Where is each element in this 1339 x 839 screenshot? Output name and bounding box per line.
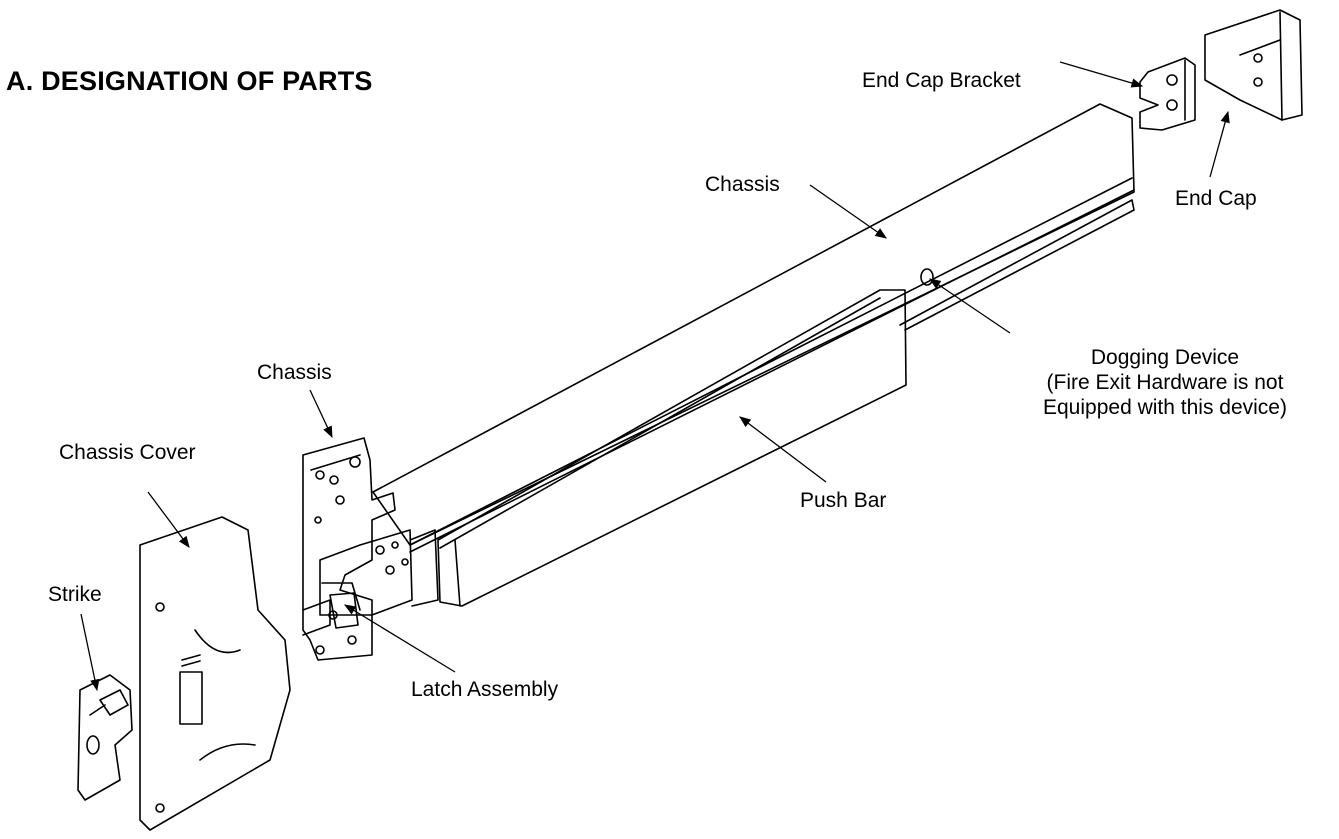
label-end-cap: End Cap [1175,187,1257,210]
leader-end-cap-bracket [1059,61,1144,88]
label-dogging-device: Dogging Device (Fire Exit Hardware is no… [1020,345,1310,420]
leader-dogging-device [929,278,1011,334]
chassis-bar [372,103,1135,553]
dogging-device-line-1: Dogging Device [1090,346,1240,369]
chassis-mounting-plate [302,437,396,661]
section-heading: A. DESIGNATION OF PARTS [6,66,373,96]
chassis-cover-shape [139,516,291,831]
leader-chassis-top [809,184,887,239]
label-push-bar: Push Bar [800,489,887,512]
dogging-device-line-3: Equipped with this device) [1043,396,1287,419]
dogging-device-line-2: (Fire Exit Hardware is not [1046,371,1284,394]
latch-assembly-shape [319,529,439,629]
leader-strike [80,613,100,692]
leader-chassis-cover [147,491,190,548]
leader-end-cap [1209,110,1230,178]
strike-shape [77,674,133,801]
label-strike: Strike [48,583,102,606]
leader-push-bar [739,416,827,483]
leader-chassis-left [309,389,333,439]
label-chassis-cover: Chassis Cover [59,441,196,464]
dogging-device-hole [920,268,934,286]
leader-latch-assembly [344,604,456,673]
label-chassis-top: Chassis [705,173,780,196]
push-bar-shape [437,289,907,607]
end-cap-shape [1204,9,1303,121]
leader-lines [80,61,1230,692]
label-chassis-left: Chassis [257,361,332,384]
end-cap-bracket-shape [1139,57,1196,131]
label-latch-assembly: Latch Assembly [411,678,559,701]
label-end-cap-bracket: End Cap Bracket [862,69,1021,92]
